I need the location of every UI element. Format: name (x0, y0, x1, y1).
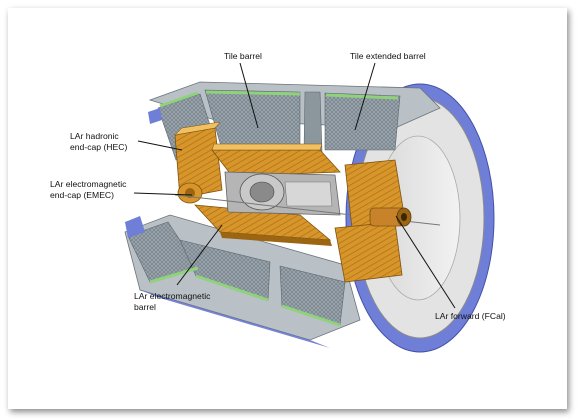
leader-lines (133, 62, 456, 309)
lar-emec-left (177, 182, 203, 204)
tile-barrel-bottom (124, 214, 361, 348)
label-tile-extended-barrel: Tile extended barrel (350, 51, 426, 61)
lar-fcal (369, 207, 412, 227)
lar-hec-left (174, 121, 223, 199)
label-lar-hadronic-endcap: LAr hadronic end-cap (HEC) (70, 131, 128, 152)
label-lar-em-barrel: LAr electromagnetic barrel (134, 291, 211, 312)
inner-detector (174, 171, 441, 226)
label-tile-barrel: Tile barrel (224, 51, 262, 61)
blue-edge-pieces (125, 108, 162, 238)
label-lar-em-endcap: LAr electromagnetic end-cap (EMEC) (50, 179, 127, 200)
label-lar-forward: LAr forward (FCal) (435, 311, 506, 321)
lar-em-barrel (193, 143, 341, 246)
